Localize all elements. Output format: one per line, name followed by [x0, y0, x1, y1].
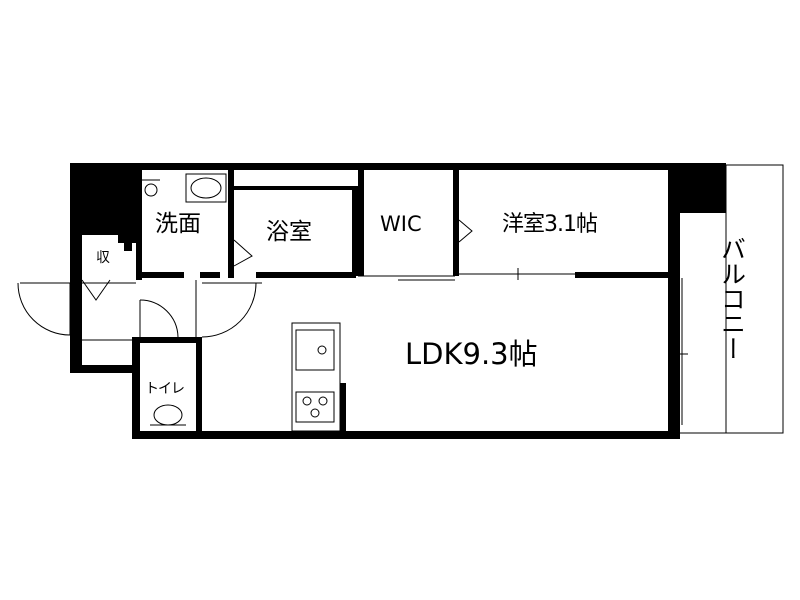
wall-top [138, 163, 668, 170]
label-western-room: 洋室3.1帖 [502, 212, 598, 237]
toilet-bowl [153, 404, 183, 426]
stove [295, 391, 335, 423]
label-balcony: バルコニー [718, 236, 747, 361]
kitchen-sink [295, 329, 335, 371]
room-labels: 洗面 浴室 WIC 洋室3.1帖 収 トイレ LDK9.3帖 バルコニー [96, 211, 747, 397]
label-washroom: 洗面 [155, 211, 201, 237]
label-toilet: トイレ [145, 381, 184, 397]
label-bathroom: 浴室 [266, 219, 312, 245]
label-ldk: LDK9.3帖 [405, 337, 538, 371]
kitchen-counter [291, 322, 341, 432]
thin-lines [17, 164, 784, 434]
walls [70, 163, 726, 439]
washbasin [185, 173, 227, 203]
label-storage: 収 [96, 250, 110, 266]
wall-bottom [132, 431, 680, 439]
label-wic: WIC [380, 212, 422, 236]
